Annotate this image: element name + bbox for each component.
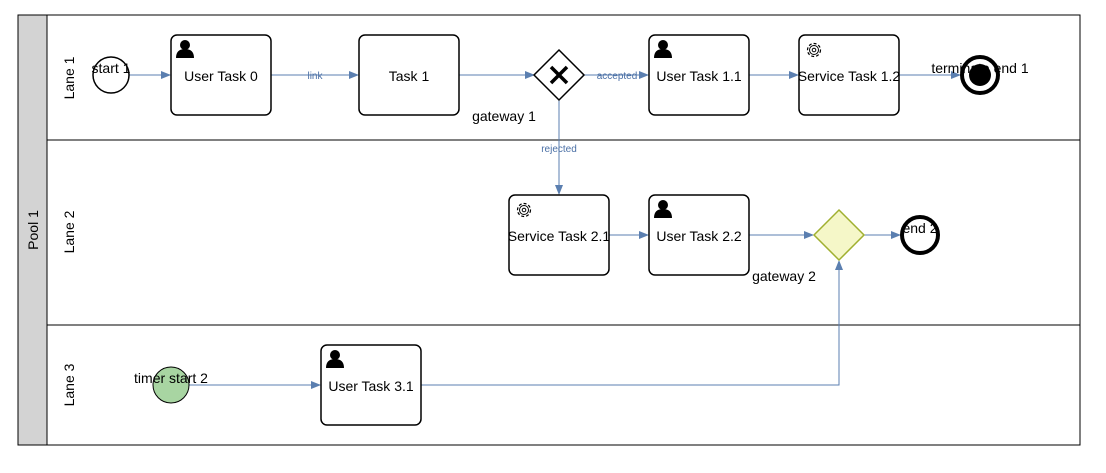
lane-3-label: Lane 3	[61, 363, 77, 406]
service-task-1-2-label: Service Task 1.2	[798, 68, 901, 84]
task-1[interactable]: Task 1	[358, 34, 460, 116]
end-event-2[interactable]: end 2	[900, 215, 940, 255]
user-task-0[interactable]: User Task 0	[170, 34, 272, 116]
user-task-1-1[interactable]: User Task 1.1	[648, 34, 750, 116]
end-event-circle	[900, 215, 940, 255]
service-task-1-2[interactable]: Service Task 1.2	[798, 34, 901, 116]
service-task-2-1[interactable]: Service Task 2.1	[508, 194, 611, 276]
flow-label-rejected: rejected	[541, 144, 577, 155]
terminate-end-event-1[interactable]: terminate end 1	[931, 55, 1029, 95]
pool-label: Pool 1	[25, 210, 41, 250]
timer-start-event-2[interactable]: timer start 2	[134, 366, 208, 404]
user-task-2-2[interactable]: User Task 2.2	[648, 194, 750, 276]
gateway-1[interactable]: gateway 1	[472, 48, 586, 124]
terminate-end-1-label: terminate end 1	[931, 60, 1028, 76]
pool-header	[17, 14, 48, 446]
gateway-1-label: gateway 1	[472, 108, 536, 124]
user-task-3-1[interactable]: User Task 3.1	[320, 344, 422, 426]
flow-usertask31-to-gateway2[interactable]	[421, 260, 843, 386]
user-task-1-1-label: User Task 1.1	[656, 68, 742, 84]
user-task-2-2-label: User Task 2.2	[656, 228, 742, 244]
terminate-end-inner-dot	[969, 64, 991, 86]
timer-start-2-label: timer start 2	[134, 370, 208, 386]
user-task-0-label: User Task 0	[184, 68, 258, 84]
start-event-circle	[92, 56, 130, 94]
exclusive-x-icon	[549, 65, 569, 85]
flow-label-accepted: accepted	[597, 71, 638, 82]
lane-1-label: Lane 1	[61, 56, 77, 99]
start-event-1[interactable]: start 1	[92, 56, 131, 94]
start-event-1-label: start 1	[92, 60, 131, 76]
user-task-3-1-label: User Task 3.1	[328, 378, 414, 394]
flow-label-link: link	[307, 71, 323, 82]
lane-2-label: Lane 2	[61, 210, 77, 253]
end-event-2-label: end 2	[902, 220, 937, 236]
sequence-flows	[129, 71, 961, 389]
service-task-2-1-label: Service Task 2.1	[508, 228, 611, 244]
timer-start-circle	[152, 366, 190, 404]
task-1-label: Task 1	[389, 68, 430, 84]
lane-3[interactable]: Lane 3	[46, 324, 1081, 446]
gateway-2-label: gateway 2	[752, 268, 816, 284]
gateway-2[interactable]: gateway 2	[752, 208, 866, 284]
